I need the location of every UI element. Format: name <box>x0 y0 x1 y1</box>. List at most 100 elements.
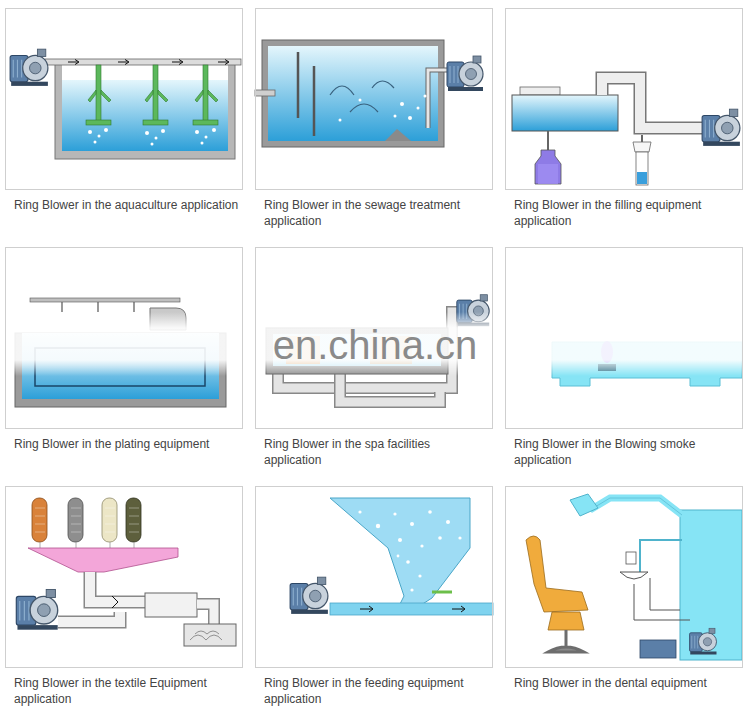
feeding-illustration-part-part <box>446 520 450 524</box>
dental-illustration-part <box>620 572 648 579</box>
textile-illustration-part <box>35 508 139 532</box>
textile-illustration-part <box>58 572 148 622</box>
application-panel: Ring Blower in the Blowing smoke applica… <box>505 247 743 429</box>
dental-illustration-part <box>590 498 682 515</box>
filling-illustration-part <box>538 164 558 184</box>
aquaculture-illustration-part-part <box>193 120 218 125</box>
aquaculture-illustration-part-part <box>145 131 149 135</box>
aquaculture-illustration-part-part <box>86 120 111 125</box>
filling-illustration-part <box>535 150 561 184</box>
sewage-illustration-part-part <box>400 102 404 106</box>
filling-illustration <box>512 78 740 185</box>
dental-illustration <box>526 494 742 660</box>
filling-illustration-part <box>702 109 740 146</box>
aquaculture-illustration-part-part <box>98 135 101 138</box>
feeding-illustration-part <box>290 577 328 614</box>
aquaculture-illustration-part-part <box>104 128 108 132</box>
aquaculture-illustration-part <box>68 60 229 65</box>
dental-illustration-part <box>626 552 636 564</box>
application-caption: Ring Blower in the feeding equipment app… <box>256 675 489 707</box>
feeding-illustration-part-part <box>376 524 380 528</box>
application-caption: Ring Blower in the dental equipment <box>506 675 739 691</box>
feeding-illustration-part-part <box>410 522 414 526</box>
textile-illustration-part <box>112 596 170 608</box>
aquaculture-illustration-part <box>55 64 235 159</box>
aquaculture-illustration-part-part <box>195 130 199 134</box>
aquaculture-illustration-part-part <box>94 141 97 144</box>
application-panel: Ring Blower in the aquaculture applicati… <box>5 8 243 190</box>
filling-illustration-part <box>547 131 549 150</box>
feeding-illustration-part-part <box>393 512 396 515</box>
sewage-illustration-part-part <box>424 95 427 98</box>
dental-illustration-part <box>548 612 584 630</box>
filling-illustration-part <box>512 95 618 131</box>
sewage-illustration-part-part <box>417 107 420 110</box>
filling-illustration-part <box>520 87 560 95</box>
textile-illustration-part <box>102 498 117 542</box>
sewage-illustration-part <box>298 52 314 136</box>
dental-illustration-part <box>690 628 717 654</box>
feeding-illustration-part-part <box>368 538 372 542</box>
textile-illustration-part <box>126 498 141 542</box>
plating-illustration-part <box>62 302 134 312</box>
aquaculture-illustration-part-part <box>88 90 218 102</box>
watermark-holder: en.china.cn <box>0 322 750 368</box>
filling-illustration-part <box>641 135 643 142</box>
dental-illustration-part <box>590 498 682 515</box>
application-caption: Ring Blower in the sewage treatment appl… <box>256 197 489 229</box>
filling-illustration-part <box>637 172 647 184</box>
sewage-illustration-part <box>330 81 394 112</box>
sewage-illustration <box>255 40 483 147</box>
textile-illustration-part <box>58 572 148 622</box>
textile-illustration-part <box>197 604 214 624</box>
application-caption: Ring Blower in the plating equipment <box>6 436 239 452</box>
application-panel: Ring Blower in the textile Equipment app… <box>5 486 243 668</box>
sewage-illustration-part <box>268 46 438 141</box>
application-panel: Ring Blower in the feeding equipment app… <box>255 486 493 668</box>
sewage-illustration-part <box>447 56 483 91</box>
watermark: en.china.cn <box>273 323 478 367</box>
dental-illustration-part <box>640 540 682 572</box>
aquaculture-illustration-part-part <box>161 129 165 133</box>
aquaculture-illustration-part <box>88 128 216 146</box>
application-caption: Ring Blower in the aquaculture applicati… <box>6 197 239 213</box>
sewage-illustration-part-part <box>408 116 412 120</box>
feeding-illustration-part-part <box>343 518 347 522</box>
application-panel: Ring Blower in the plating equipment <box>5 247 243 429</box>
sewage-illustration-part <box>339 95 427 122</box>
aquaculture-illustration-part-part <box>155 137 158 140</box>
aquaculture-illustration-part-part <box>212 128 216 132</box>
textile-illustration-part <box>197 604 214 624</box>
textile-illustration-part <box>190 631 222 640</box>
application-caption: Ring Blower in the textile Equipment app… <box>6 675 239 707</box>
feeding-illustration-part-part <box>458 536 461 539</box>
aquaculture-illustration-part <box>45 59 241 65</box>
spa-illustration <box>266 295 489 402</box>
sewage-illustration-part-part <box>339 119 342 122</box>
textile-illustration <box>16 498 236 646</box>
feeding-illustration-part <box>360 606 465 612</box>
filling-illustration-part <box>636 152 648 185</box>
textile-illustration-part <box>40 542 134 548</box>
feeding-illustration-part-part <box>398 538 402 542</box>
feeding-illustration-part <box>330 603 493 615</box>
dental-illustration-part <box>680 510 742 660</box>
textile-illustration-part <box>16 589 57 629</box>
sewage-illustration-part <box>255 90 275 96</box>
aquaculture-illustration-part-part <box>203 65 208 121</box>
aquaculture-illustration-part-part <box>143 120 168 125</box>
textile-illustration-part <box>68 498 83 542</box>
feeding-illustration-part-part <box>438 536 442 540</box>
application-caption: Ring Blower in the Blowing smoke applica… <box>506 436 739 468</box>
sewage-illustration-part <box>428 70 447 128</box>
textile-illustration-part <box>184 624 236 646</box>
feeding-illustration-part <box>330 498 470 612</box>
filling-illustration-part <box>602 78 702 128</box>
feeding-illustration-part-part <box>406 560 410 564</box>
watermark-band <box>0 312 750 376</box>
feeding-illustration-part-part <box>410 588 413 591</box>
aquaculture-illustration-part <box>86 65 218 125</box>
aquaculture-illustration-part-part <box>88 130 92 134</box>
textile-illustration-part <box>28 548 178 572</box>
